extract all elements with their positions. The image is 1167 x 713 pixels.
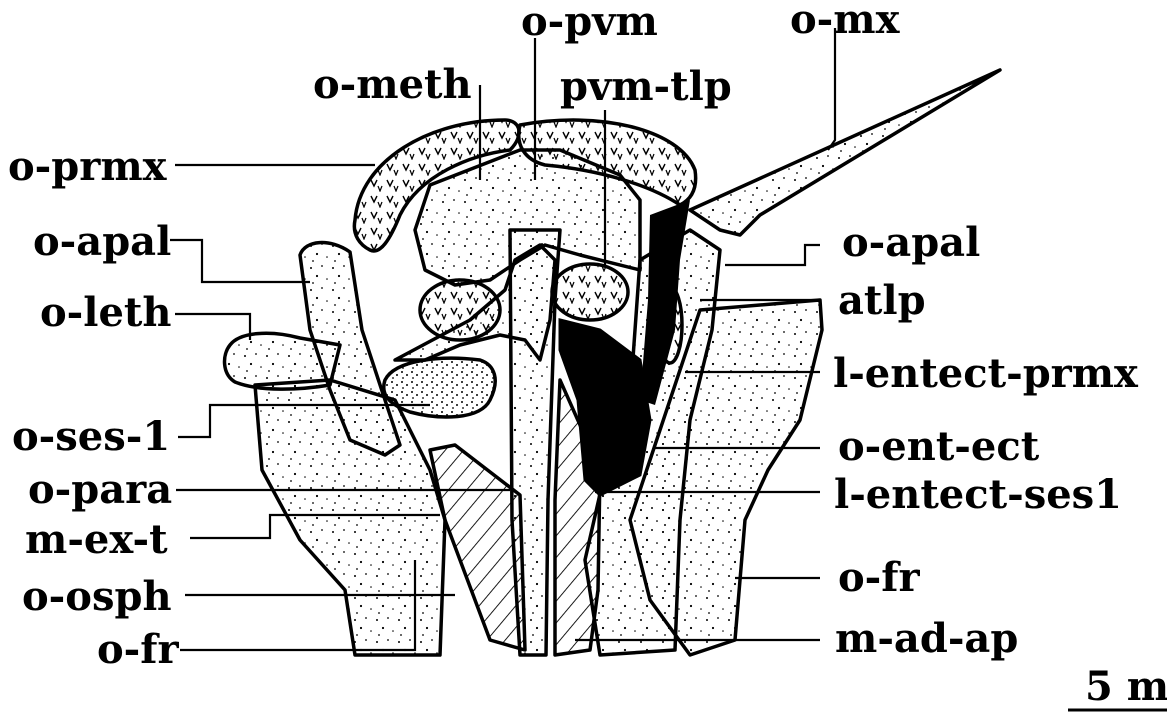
label-pvm-tlp: pvm-tlp: [560, 63, 732, 110]
label-o-para: o-para: [28, 466, 172, 513]
label-l-entect-prmx: l-entect-prmx: [833, 350, 1139, 397]
o-leth-shape: [225, 333, 340, 389]
o-mx-shape: [690, 70, 1000, 235]
label-o-pvm: o-pvm: [521, 0, 658, 45]
label-m-ex-t: m-ex-t: [25, 516, 168, 563]
scale-bar-label: 5 m: [1085, 663, 1167, 710]
label-o-apal-left: o-apal: [33, 218, 171, 265]
pvm-tlp-left-pad: [420, 280, 500, 340]
label-o-ent-ect: o-ent-ect: [838, 423, 1040, 470]
label-o-leth: o-leth: [40, 289, 171, 336]
label-l-entect-ses1: l-entect-ses1: [834, 471, 1122, 518]
label-m-ad-ap: m-ad-ap: [835, 615, 1018, 662]
label-o-fr-left: o-fr: [97, 626, 179, 673]
label-o-prmx: o-prmx: [8, 143, 168, 190]
label-o-fr-right: o-fr: [838, 554, 920, 601]
o-ses-1-shape: [384, 358, 495, 417]
label-o-osph: o-osph: [22, 573, 172, 620]
label-o-ses-1: o-ses-1: [12, 413, 170, 460]
label-o-meth: o-meth: [313, 61, 472, 108]
label-o-apal-right: o-apal: [842, 219, 980, 266]
atlp-pad: [658, 287, 682, 363]
pvm-tlp-right-pad: [552, 264, 628, 320]
label-atlp: atlp: [838, 277, 926, 324]
label-o-mx: o-mx: [790, 0, 901, 43]
